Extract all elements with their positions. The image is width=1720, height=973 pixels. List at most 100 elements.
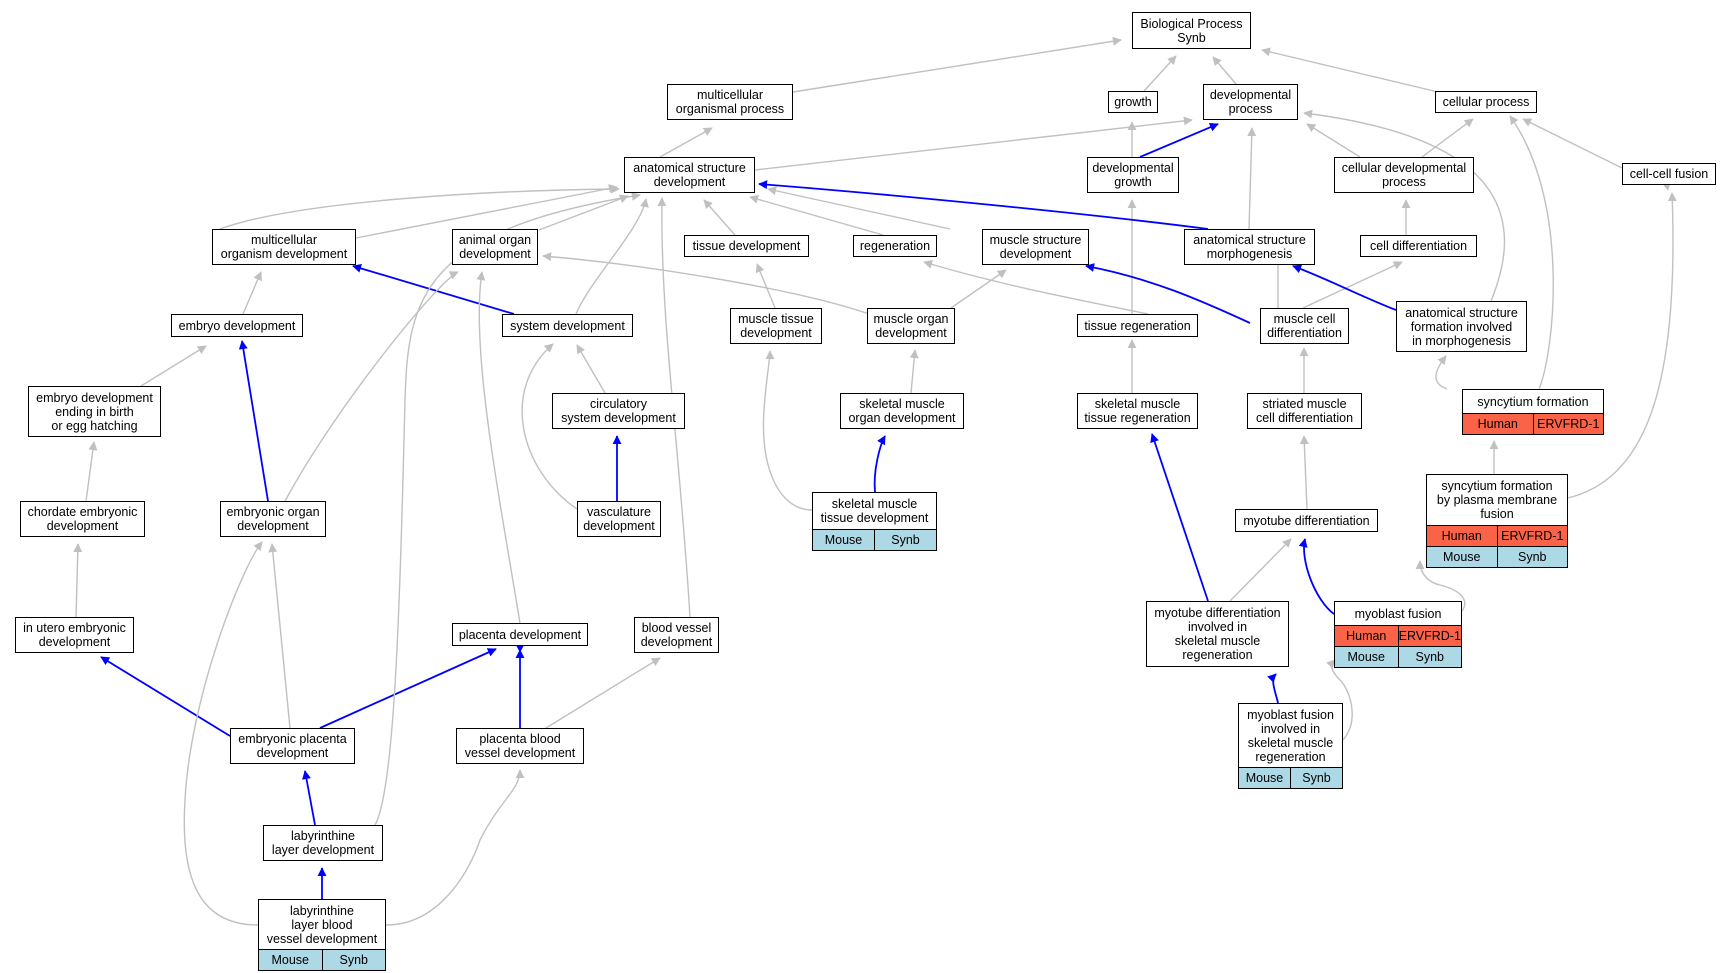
gene-cell: Synb	[1496, 547, 1567, 567]
node-muscle-tissue-development[interactable]: muscle tissue development	[730, 308, 822, 344]
node-tissue-development[interactable]: tissue development	[684, 235, 809, 257]
node-muscle-organ-development[interactable]: muscle organ development	[867, 308, 955, 344]
node-label: cellular developmental process	[1341, 161, 1467, 189]
node-labyrinthine-layer-blood-vessel-development[interactable]: labyrinthine layer blood vessel developm…	[258, 899, 386, 971]
node-label: system development	[510, 318, 625, 333]
node-developmental-process[interactable]: developmental process	[1203, 84, 1298, 120]
node-label: myotube differentiation	[1243, 513, 1370, 528]
node-anatomical-structure-formation[interactable]: anatomical structure formation involved …	[1396, 301, 1527, 352]
edge-gray-17	[703, 199, 736, 236]
node-circulatory-system-development[interactable]: circulatory system development	[552, 393, 685, 429]
node-chordate-embryonic-development[interactable]: chordate embryonic development	[20, 501, 145, 537]
edge-blue-47	[873, 435, 886, 493]
node-blood-vessel-development[interactable]: blood vessel development	[634, 617, 719, 653]
node-myotube-differentiation[interactable]: myotube differentiation	[1235, 509, 1378, 532]
node-cell-differentiation[interactable]: cell differentiation	[1360, 235, 1477, 257]
node-myotube-differentiation-in-regeneration[interactable]: myotube differentiation involved in skel…	[1146, 601, 1289, 667]
node-developmental-growth[interactable]: developmental growth	[1087, 157, 1179, 193]
edge-gray-37	[909, 349, 919, 394]
node-label: skeletal muscle tissue regeneration	[1084, 397, 1191, 425]
edge-gray-50	[1567, 192, 1677, 499]
gene-cell: Synb	[1397, 647, 1461, 667]
edge-gray-18	[538, 194, 629, 231]
node-label: tissue development	[692, 239, 801, 253]
edge-gray-52	[476, 271, 521, 624]
node-multicellular-organism-development[interactable]: multicellular organism development	[212, 229, 356, 265]
edge-gray-6	[754, 116, 1193, 171]
node-in-utero-embryonic-development[interactable]: in utero embryonic development	[15, 617, 134, 653]
node-embryo-development-ending-in-birth[interactable]: embryo development ending in birth or eg…	[28, 386, 161, 437]
node-label: blood vessel development	[640, 621, 713, 649]
node-embryonic-placenta-development[interactable]: embryonic placenta development	[230, 728, 355, 764]
edge-gray-28	[1509, 115, 1554, 390]
edge-gray-46	[762, 350, 813, 511]
edge-gray-0	[792, 36, 1122, 93]
node-growth[interactable]: growth	[1108, 91, 1158, 113]
node-label: embryonic organ development	[226, 505, 320, 533]
species-cell: Human	[1335, 626, 1398, 646]
edge-gray-10	[659, 127, 713, 158]
node-skeletal-muscle-tissue-development[interactable]: skeletal muscle tissue development Mouse…	[812, 492, 937, 551]
edge-gray-15	[767, 186, 951, 230]
node-muscle-structure-development[interactable]: muscle structure development	[982, 229, 1089, 265]
edge-blue-57	[1298, 538, 1335, 615]
node-striated-muscle-cell-differentiation[interactable]: striated muscle cell differentiation	[1247, 393, 1362, 429]
node-tissue-regeneration[interactable]: tissue regeneration	[1077, 314, 1198, 337]
edge-blue-26	[1292, 264, 1397, 311]
node-animal-organ-development[interactable]: animal organ development	[452, 229, 538, 265]
node-label: anatomical structure morphogenesis	[1193, 233, 1306, 261]
node-label: syncytium formation by plasma membrane f…	[1436, 479, 1558, 521]
node-muscle-cell-differentiation[interactable]: muscle cell differentiation	[1260, 308, 1349, 344]
edge-gray-60	[1326, 659, 1353, 741]
node-placenta-development[interactable]: placenta development	[452, 623, 588, 646]
node-cellular-process[interactable]: cellular process	[1435, 91, 1537, 113]
node-label: vasculature development	[583, 505, 655, 533]
edge-blue-33	[352, 264, 515, 315]
node-skeletal-muscle-tissue-regeneration[interactable]: skeletal muscle tissue regeneration	[1077, 393, 1198, 429]
edge-gray-56	[1229, 538, 1292, 602]
node-vasculature-development[interactable]: vasculature development	[577, 501, 661, 537]
edge-gray-16	[749, 194, 884, 236]
node-label: labyrinthine layer blood vessel developm…	[266, 903, 378, 946]
species-cell: Mouse	[813, 530, 874, 550]
node-system-development[interactable]: system development	[502, 314, 633, 337]
edge-gray-27	[1435, 355, 1448, 390]
edge-gray-65	[545, 657, 661, 729]
node-label: regeneration	[859, 239, 931, 253]
node-anatomical-structure-morphogenesis[interactable]: anatomical structure morphogenesis	[1184, 229, 1315, 265]
node-embryo-development[interactable]: embryo development	[171, 314, 303, 337]
node-multicellular-organismal-process[interactable]: multicellular organismal process	[667, 84, 793, 120]
node-skeletal-muscle-organ-development[interactable]: skeletal muscle organ development	[840, 393, 964, 429]
node-label: muscle tissue development	[738, 312, 814, 340]
species-cell: Human	[1463, 414, 1533, 434]
node-cellular-developmental-process[interactable]: cellular developmental process	[1334, 157, 1474, 193]
node-placenta-blood-vessel-development[interactable]: placenta blood vessel development	[456, 728, 584, 764]
node-label: Biological Process Synb	[1140, 16, 1243, 45]
node-biological-process[interactable]: Biological Process Synb	[1132, 12, 1251, 49]
node-syncytium-formation-by-plasma-membrane-fusion[interactable]: syncytium formation by plasma membrane f…	[1426, 474, 1568, 568]
node-label: myotube differentiation involved in skel…	[1154, 606, 1281, 662]
gene-cell: Synb	[321, 950, 385, 970]
edge-gray-24	[1302, 261, 1403, 309]
gene-cell: ERVFRD-1	[1532, 414, 1603, 434]
edge-gray-54	[657, 197, 691, 618]
node-cell-cell-fusion[interactable]: cell-cell fusion	[1622, 163, 1716, 185]
node-anatomical-structure-development[interactable]: anatomical structure development	[624, 157, 755, 193]
node-label: developmental process	[1209, 88, 1292, 116]
node-label: skeletal muscle organ development	[848, 397, 956, 425]
edge-blue-66	[302, 770, 316, 826]
node-labyrinthine-layer-development[interactable]: labyrinthine layer development	[263, 825, 383, 861]
node-label: syncytium formation	[1477, 394, 1589, 409]
node-myoblast-fusion-in-regeneration[interactable]: myoblast fusion involved in skeletal mus…	[1238, 703, 1343, 789]
edge-blue-25	[1085, 263, 1251, 324]
species-cell: Human	[1427, 526, 1497, 546]
node-regeneration[interactable]: regeneration	[853, 235, 937, 257]
node-label: developmental growth	[1092, 161, 1174, 189]
node-label: cell differentiation	[1369, 239, 1468, 253]
node-label: growth	[1114, 95, 1152, 109]
node-embryonic-organ-development[interactable]: embryonic organ development	[220, 501, 326, 537]
